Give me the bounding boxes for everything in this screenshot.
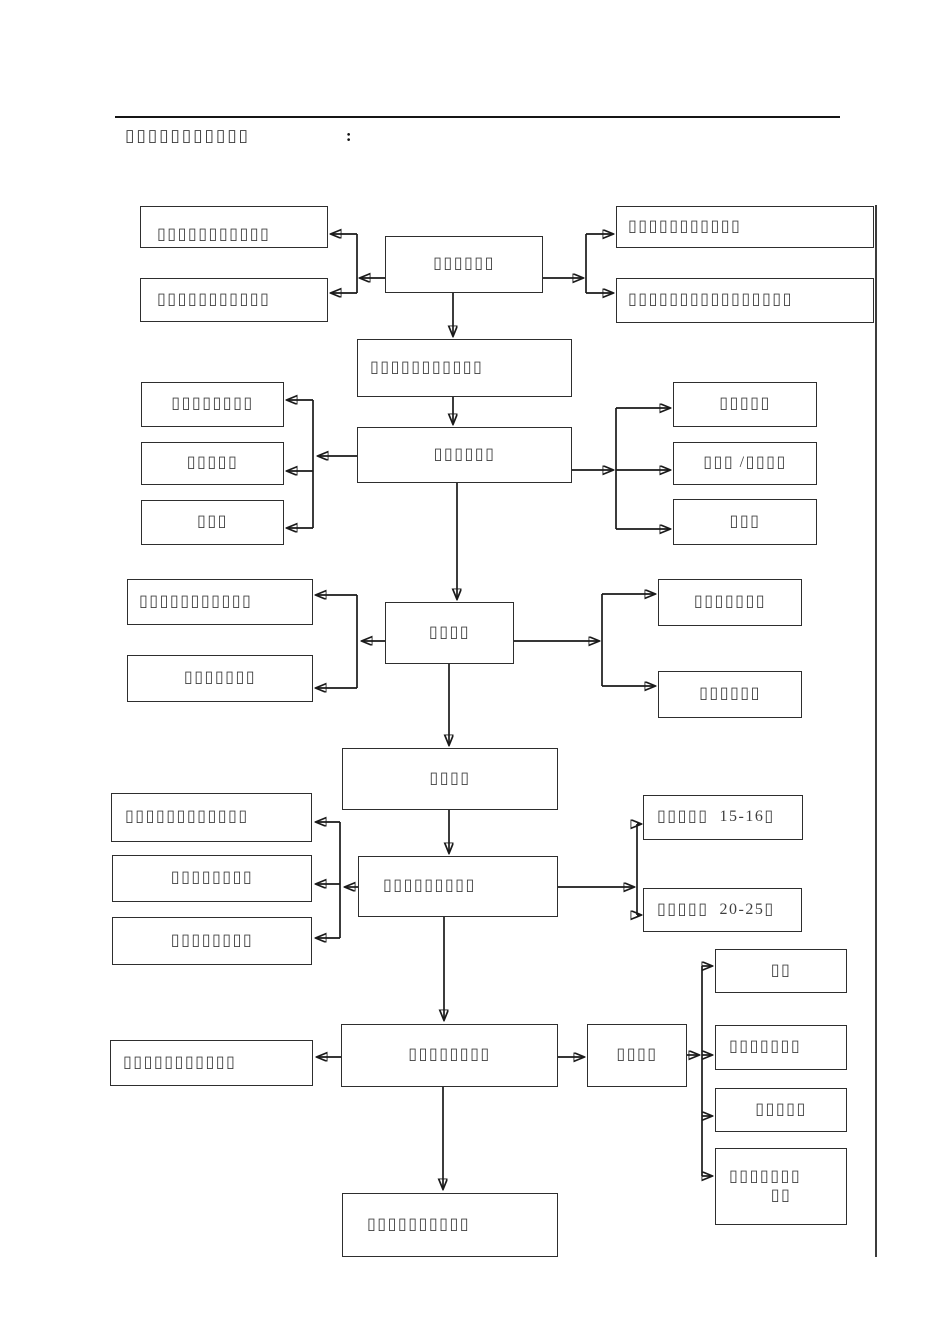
page-title: ▯▯▯▯▯▯▯▯▯▯▯ : [125,126,352,146]
flow-box-label: ▯▯▯▯▯▯▯▯▯▯▯ [157,225,271,243]
flow-box-label: ▯▯▯▯▯ 15-16▯ [657,808,775,826]
flow-box-right-col-4: ▯▯▯▯▯▯▯ ▯▯ [715,1148,847,1225]
flow-box-left3-2: ▯▯▯▯▯▯▯ [127,655,313,702]
flow-box-top-right-1: ▯▯▯▯▯▯▯▯▯▯▯ [616,206,874,248]
flow-box-label: ▯▯▯▯▯ [186,454,239,472]
flow-box-label: ▯▯▯▯▯▯▯▯▯▯ [367,1215,471,1233]
flow-box-top-right-2: ▯▯▯▯▯▯▯▯▯▯▯▯▯▯▯▯ [616,278,874,323]
title-rule [115,116,840,118]
flow-box-right2-3: ▯▯▯ [673,499,817,545]
flow-box-center6-right: ▯▯▯▯ [587,1024,687,1087]
flow-box-label: ▯▯▯▯▯▯▯▯▯▯▯▯▯▯▯▯ [628,291,793,309]
flow-box-label: ▯▯▯▯▯▯▯▯▯ [383,877,476,895]
flow-box-label-line1: ▯▯▯▯▯▯▯ [729,1168,802,1186]
flow-box-label: ▯▯▯▯▯ [719,395,771,413]
flow-box-left2-3: ▯▯▯ [141,500,284,545]
flow-box-right3-1: ▯▯▯▯▯▯▯ [658,579,802,626]
flow-box-center3: ▯▯▯▯ [385,602,514,664]
flow-box-right2-2: ▯▯▯ /▯▯▯▯ [673,442,817,485]
flow-box-left6: ▯▯▯▯▯▯▯▯▯▯▯ [110,1040,313,1086]
flow-box-left3-1: ▯▯▯▯▯▯▯▯▯▯▯ [127,579,313,625]
flow-box-left5-2: ▯▯▯▯▯▯▯▯ [112,855,312,902]
flow-box-label: ▯▯▯▯▯ 20-25▯ [657,900,775,918]
flow-box-center5: ▯▯▯▯▯▯▯▯▯ [358,856,558,917]
flow-box-label: ▯▯▯▯▯▯▯ [183,669,257,687]
page-title-colon: : [345,126,352,145]
flow-box-label: ▯▯▯▯ [616,1046,658,1064]
flow-box-label: ▯▯▯▯▯▯▯▯ [170,931,254,949]
flow-box-label: ▯▯▯▯▯▯▯▯ [170,869,254,887]
flow-box-label: ▯▯▯▯▯▯ [433,255,495,273]
flow-box-label: ▯▯▯▯▯▯▯▯▯▯▯ [139,592,253,610]
page-title-text: ▯▯▯▯▯▯▯▯▯▯▯ [125,126,250,145]
flow-box-step2: ▯▯▯▯▯▯▯▯▯▯▯ [357,339,572,397]
flow-box-left2-1: ▯▯▯▯▯▯▯▯ [141,382,284,427]
flow-box-label: ▯▯ [770,961,792,979]
page-margin-line [875,205,877,1257]
flow-box-label: ▯▯▯▯▯▯▯ [693,593,767,611]
flow-box-right-col-1: ▯▯ [715,949,847,993]
flow-box-label-line2: ▯▯ [770,1186,792,1204]
flow-box-left5-1: ▯▯▯▯▯▯▯▯▯▯▯▯ [111,793,312,842]
flow-box-label: ▯▯▯▯▯ [755,1100,807,1118]
flow-box-label: ▯▯▯▯ [429,769,471,787]
flow-box-label: ▯▯▯ [729,512,761,530]
flow-box-label: ▯▯▯▯▯▯▯▯▯▯▯ [123,1053,237,1071]
flow-box-left5-3: ▯▯▯▯▯▯▯▯ [112,917,312,965]
flow-box-center6: ▯▯▯▯▯▯▯▯ [341,1024,558,1087]
flow-box-bottom: ▯▯▯▯▯▯▯▯▯▯ [342,1193,558,1257]
flow-box-label: ▯▯▯▯▯▯▯▯ [408,1046,491,1064]
flow-box-top-center: ▯▯▯▯▯▯ [385,236,543,293]
flow-box-label: ▯▯▯▯▯▯▯▯ [171,395,254,413]
flow-box-step3: ▯▯▯▯▯▯ [357,427,572,483]
flow-box-label: ▯▯▯▯▯▯▯▯▯▯▯ [157,290,271,308]
flow-box-label: ▯▯▯▯▯▯▯ [729,1038,802,1056]
flow-box-label: ▯▯▯▯▯▯▯▯▯▯▯▯ [125,808,249,826]
flow-box-left2-2: ▯▯▯▯▯ [141,442,284,485]
flow-box-right-col-3: ▯▯▯▯▯ [715,1088,847,1132]
flow-box-label: ▯▯▯▯ [428,623,471,641]
flow-box-right5-2: ▯▯▯▯▯ 20-25▯ [643,888,802,932]
flow-box-right3-2: ▯▯▯▯▯▯ [658,671,802,718]
flow-box-label: ▯▯▯ /▯▯▯▯ [703,454,787,472]
flow-box-top-left-1: ▯▯▯▯▯▯▯▯▯▯▯ [140,206,328,248]
flow-box-label: ▯▯▯▯▯▯▯▯▯▯▯ [370,358,484,376]
flow-box-center4: ▯▯▯▯ [342,748,558,810]
flow-box-label: ▯▯▯▯▯▯▯▯▯▯▯ [628,217,742,235]
flow-box-label: ▯▯▯ [197,513,228,531]
flow-box-right5-1: ▯▯▯▯▯ 15-16▯ [643,795,803,840]
flow-box-label: ▯▯▯▯▯▯ [433,445,496,463]
flow-box-label: ▯▯▯▯▯▯ [699,685,761,703]
flow-box-right2-1: ▯▯▯▯▯ [673,382,817,427]
flow-box-right-col-2: ▯▯▯▯▯▯▯ [715,1025,847,1070]
flow-box-top-left-2: ▯▯▯▯▯▯▯▯▯▯▯ [140,278,328,322]
